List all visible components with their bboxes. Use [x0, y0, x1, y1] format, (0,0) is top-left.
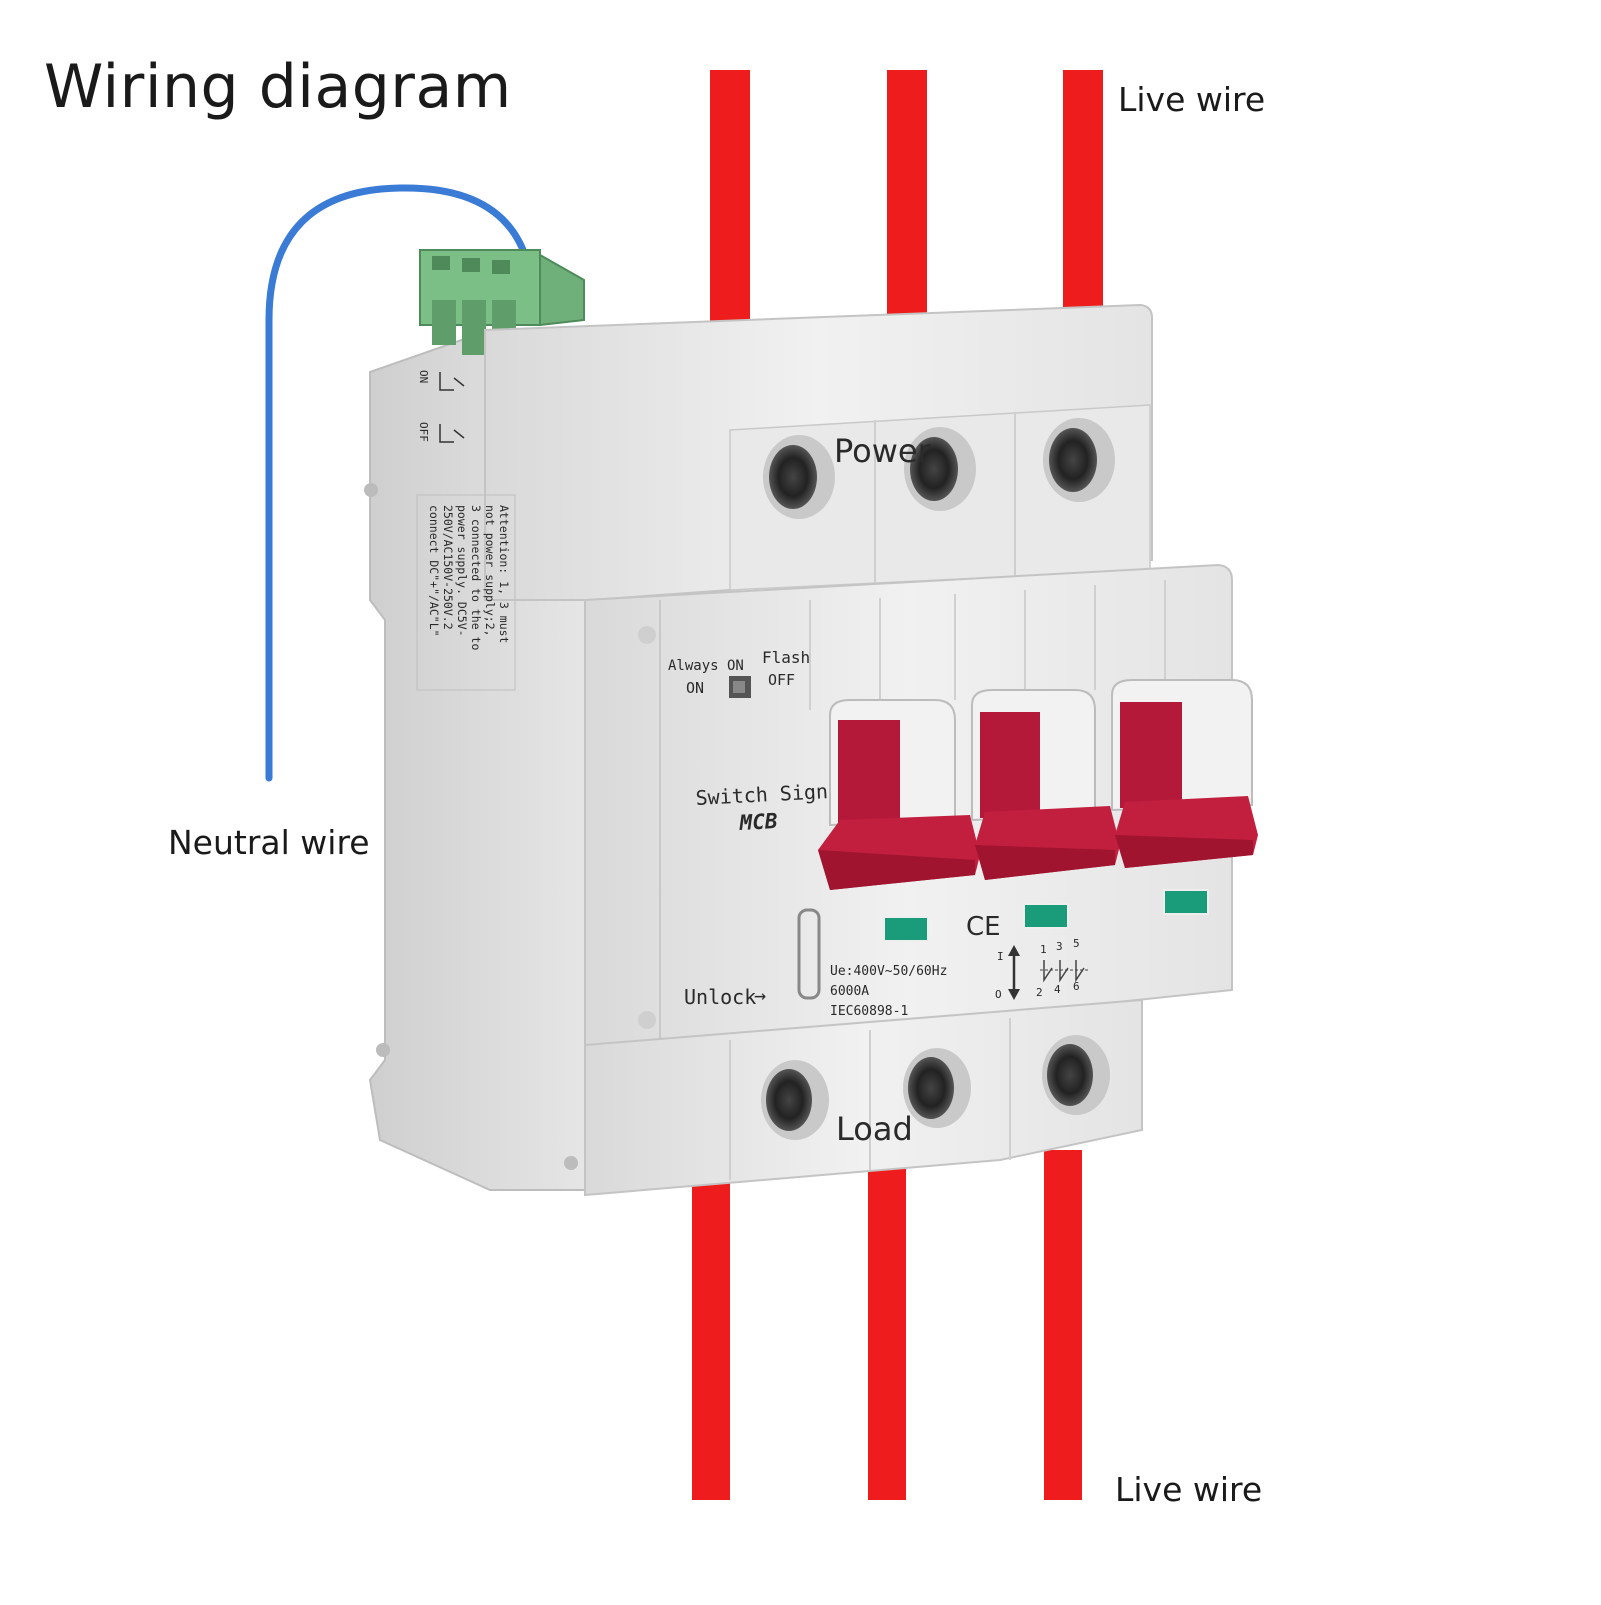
attention-line-5: 250V/AC150V-250V.2 — [441, 505, 455, 630]
off-label: OFF — [768, 671, 795, 689]
unlock-arrow-icon: → — [754, 983, 766, 1007]
standard-text: IEC60898-1 — [830, 1004, 908, 1019]
unlock-label: Unlock — [684, 985, 756, 1009]
pole-bottom-2: 2 — [1036, 986, 1043, 999]
attention-line-4: power supply. DC5V- — [455, 505, 469, 637]
status-indicators — [883, 889, 1209, 942]
pole-top-5: 5 — [1073, 937, 1080, 950]
always-on-label: Always ON — [668, 658, 744, 674]
attention-line-2: not power supply;2, — [483, 505, 497, 637]
live-wires-bottom — [692, 1150, 1082, 1500]
live-wire-bottom-1 — [692, 1150, 730, 1500]
pole-bottom-6: 6 — [1073, 980, 1080, 993]
rating-text: Ue:400V~50/60Hz — [830, 964, 947, 979]
signal-terminal-block — [419, 248, 585, 355]
neutral-wire — [265, 184, 529, 782]
ce-mark: CE — [966, 912, 1001, 942]
mcb-lower-block — [584, 998, 1143, 1197]
handle-3[interactable] — [1111, 679, 1258, 868]
live-wire-top-1 — [710, 70, 750, 330]
pole-top-1: 1 — [1040, 943, 1047, 956]
handle-1[interactable] — [818, 699, 980, 890]
power-label: Power — [834, 432, 932, 470]
indicator-1 — [883, 916, 929, 942]
breaker-handles[interactable] — [818, 679, 1258, 890]
load-label: Load — [836, 1110, 913, 1148]
pole-top-3: 3 — [1056, 940, 1063, 953]
symbol-o: O — [995, 988, 1002, 1001]
on-label: ON — [686, 679, 704, 697]
mcb-label: MCB — [738, 809, 778, 835]
handle-2[interactable] — [971, 689, 1120, 880]
live-wire-bottom-2 — [868, 1150, 906, 1500]
page-title: Wiring diagram — [44, 52, 512, 122]
live-wires-top — [710, 70, 1103, 330]
side-switch-symbols: ON OFF — [417, 370, 465, 443]
capacity-text: 6000A — [830, 984, 869, 999]
load-terminals — [761, 1035, 1110, 1140]
indicator-2 — [1023, 903, 1069, 929]
live-wire-top-2 — [887, 70, 927, 330]
neutral-wire-label: Neutral wire — [168, 823, 370, 862]
attention-line-6: connect DC"+"/AC"L" — [427, 505, 441, 637]
live-wire-bottom-label: Live wire — [1115, 1470, 1263, 1509]
attention-line-3: 3 connected to the to — [469, 505, 483, 650]
indicator-3 — [1163, 889, 1209, 915]
unlock-latch[interactable] — [797, 908, 821, 1000]
pole-schematic-icon — [1040, 960, 1090, 983]
side-on-label: ON — [417, 370, 430, 383]
live-wire-bottom-3 — [1044, 1150, 1082, 1500]
side-instructions: Attention: 1, 3 must not power supply;2,… — [427, 505, 511, 650]
mode-switch[interactable] — [729, 676, 751, 698]
live-wire-top-label: Live wire — [1118, 80, 1266, 119]
power-terminals — [763, 418, 1115, 519]
side-off-label: OFF — [417, 422, 430, 442]
flash-label: Flash — [762, 648, 810, 667]
on-off-arrow-icon — [1008, 945, 1020, 1000]
live-wire-top-3 — [1063, 70, 1103, 330]
symbol-i: I — [997, 950, 1004, 963]
pole-bottom-4: 4 — [1054, 983, 1061, 996]
attention-line-1: Attention: 1, 3 must — [497, 505, 511, 643]
